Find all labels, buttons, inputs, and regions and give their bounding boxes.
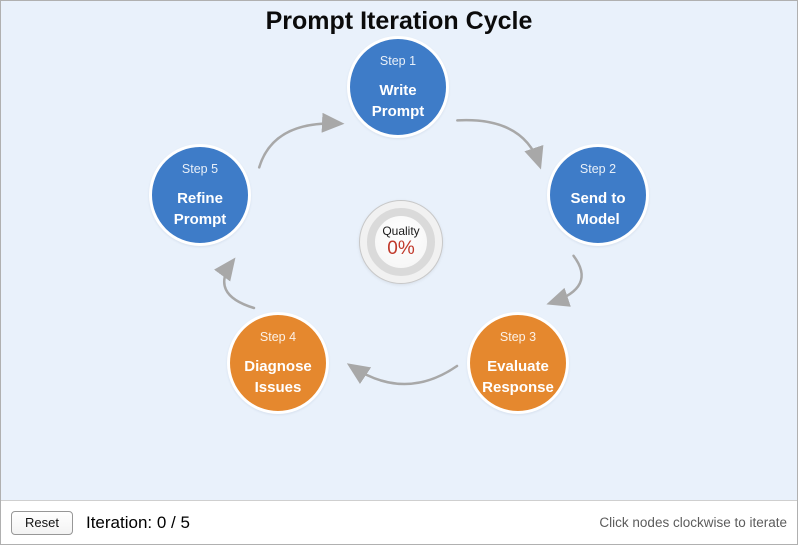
node-step-4-diagnose-issues[interactable]: Step 4 Diagnose Issues	[227, 312, 329, 414]
cycle-arrow	[257, 112, 345, 169]
node-label: Evaluate Response	[482, 358, 554, 396]
cycle-arrow	[214, 257, 256, 310]
cycle-arrow	[546, 254, 583, 307]
step-number-label: Step 1	[379, 54, 417, 68]
node-step-2-send-to-model[interactable]: Step 2 Send to Model	[547, 144, 649, 246]
node-step-3-evaluate-response[interactable]: Step 3 Evaluate Response	[467, 312, 569, 414]
node-label: Write Prompt	[371, 82, 425, 120]
page-title: Prompt Iteration Cycle	[265, 7, 533, 35]
step-number-label: Step 4	[259, 330, 297, 344]
iteration-counter: Iteration: 0 / 5	[85, 512, 190, 532]
quality-gauge-label: Quality	[382, 224, 420, 238]
step-number-label: Step 3	[499, 330, 537, 344]
cycle-arrow	[346, 363, 459, 386]
quality-gauge: Quality 0%	[359, 200, 443, 284]
hint-text: Click nodes clockwise to iterate	[599, 515, 787, 530]
cycle-arrow	[456, 118, 544, 170]
quality-gauge-value: 0%	[387, 238, 415, 259]
reset-button[interactable]: Reset	[11, 510, 73, 535]
node-step-1-write-prompt[interactable]: Step 1 Write Prompt	[347, 36, 449, 138]
cycle-diagram: Prompt Iteration Cycle Step 1 Write Prom…	[1, 1, 797, 500]
node-label: Diagnose Issues	[244, 358, 312, 396]
step-number-label: Step 2	[579, 162, 617, 176]
step-number-label: Step 5	[181, 162, 219, 176]
quality-gauge-ring: Quality 0%	[367, 208, 435, 276]
footer-bar: Reset Iteration: 0 / 5 Click nodes clock…	[1, 500, 797, 544]
node-label: Send to Model	[570, 190, 626, 228]
node-step-5-refine-prompt[interactable]: Step 5 Refine Prompt	[149, 144, 251, 246]
node-label: Refine Prompt	[173, 190, 227, 228]
